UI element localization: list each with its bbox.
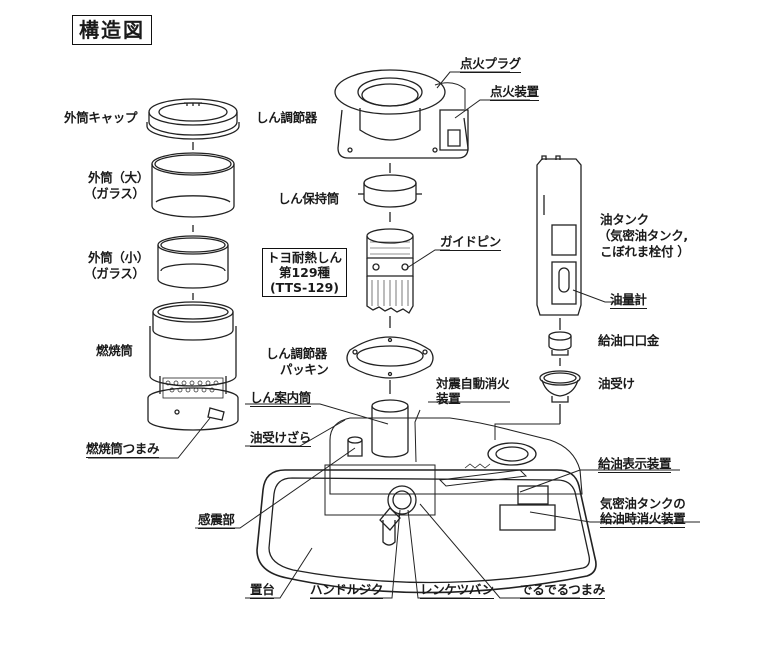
label-oil-gauge: 油量計: [610, 292, 647, 309]
label-refuel-ext-1: 気密油タンクの: [600, 496, 686, 511]
label-packing-2: パッキン: [280, 362, 329, 377]
outer-glass-large-part: [151, 152, 235, 218]
wick-adjuster-packing-part: [346, 336, 434, 379]
label-outer-large-1: 外筒（大）: [88, 170, 150, 185]
label-handle-shaft: ハンドルジク: [310, 582, 384, 599]
label-fill-cap: 給油口口金: [598, 333, 660, 348]
label-oil-tank-3: こぼれま栓付 ）: [600, 244, 690, 259]
label-deru-knob: でるでるつまみ: [520, 582, 605, 599]
label-refuel-indicator: 給油表示装置: [598, 456, 672, 473]
label-wick-adjuster: しん調節器: [256, 110, 318, 125]
wick-adjuster-part: [334, 69, 469, 159]
label-ignition-device: 点火装置: [490, 84, 539, 101]
label-linkage: レンケツバン: [420, 582, 494, 599]
wick-holder-part: [358, 174, 422, 208]
label-guide-pin: ガイドピン: [440, 234, 502, 251]
label-combustion-knob: 燃焼筒つまみ: [86, 441, 160, 458]
label-outer-cap: 外筒キャップ: [64, 110, 138, 125]
base-unit-part: [256, 399, 597, 594]
label-packing-1: しん調節器: [266, 346, 328, 361]
label-base: 置台: [250, 582, 275, 599]
label-oil-tank-2: （気密油タンク,: [598, 228, 688, 243]
outer-glass-small-part: [157, 235, 229, 289]
outer-cap-part: [146, 98, 240, 140]
label-wick-name-3: (TTS-129): [269, 280, 340, 295]
label-sensor: 感震部: [198, 512, 235, 529]
label-wick-holder: しん保持筒: [278, 191, 340, 206]
label-wick-name-2: 第129種: [278, 265, 331, 280]
diagram-title: 構造図: [72, 15, 152, 45]
label-refuel-ext-2: 給油時消火装置: [600, 511, 686, 528]
label-outer-large-2: （ガラス）: [84, 186, 145, 201]
wick-part: [366, 228, 414, 314]
label-quake-2: 装置: [436, 391, 461, 406]
label-ignition-plug: 点火プラグ: [460, 56, 522, 73]
combustion-cylinder-part: [147, 301, 239, 431]
oil-receiver-part: [539, 370, 581, 403]
oil-tank-part: [536, 155, 582, 316]
label-quake-1: 対震自動消火: [436, 376, 510, 391]
label-wick-guide: しん案内筒: [250, 390, 312, 407]
label-oil-tank-1: 油タンク: [600, 212, 649, 227]
fill-cap-part: [548, 331, 572, 356]
label-wick-name-1: トヨ耐熱しん: [267, 250, 343, 265]
label-outer-small-2: （ガラス）: [84, 266, 145, 281]
label-oil-tray: 油受けざら: [250, 430, 312, 447]
label-outer-small-1: 外筒（小）: [88, 250, 150, 265]
wick-model-box: トヨ耐熱しん 第129種 (TTS-129): [262, 248, 348, 297]
label-combustion-cylinder: 燃焼筒: [96, 343, 133, 358]
label-oil-receiver: 油受け: [598, 376, 635, 391]
